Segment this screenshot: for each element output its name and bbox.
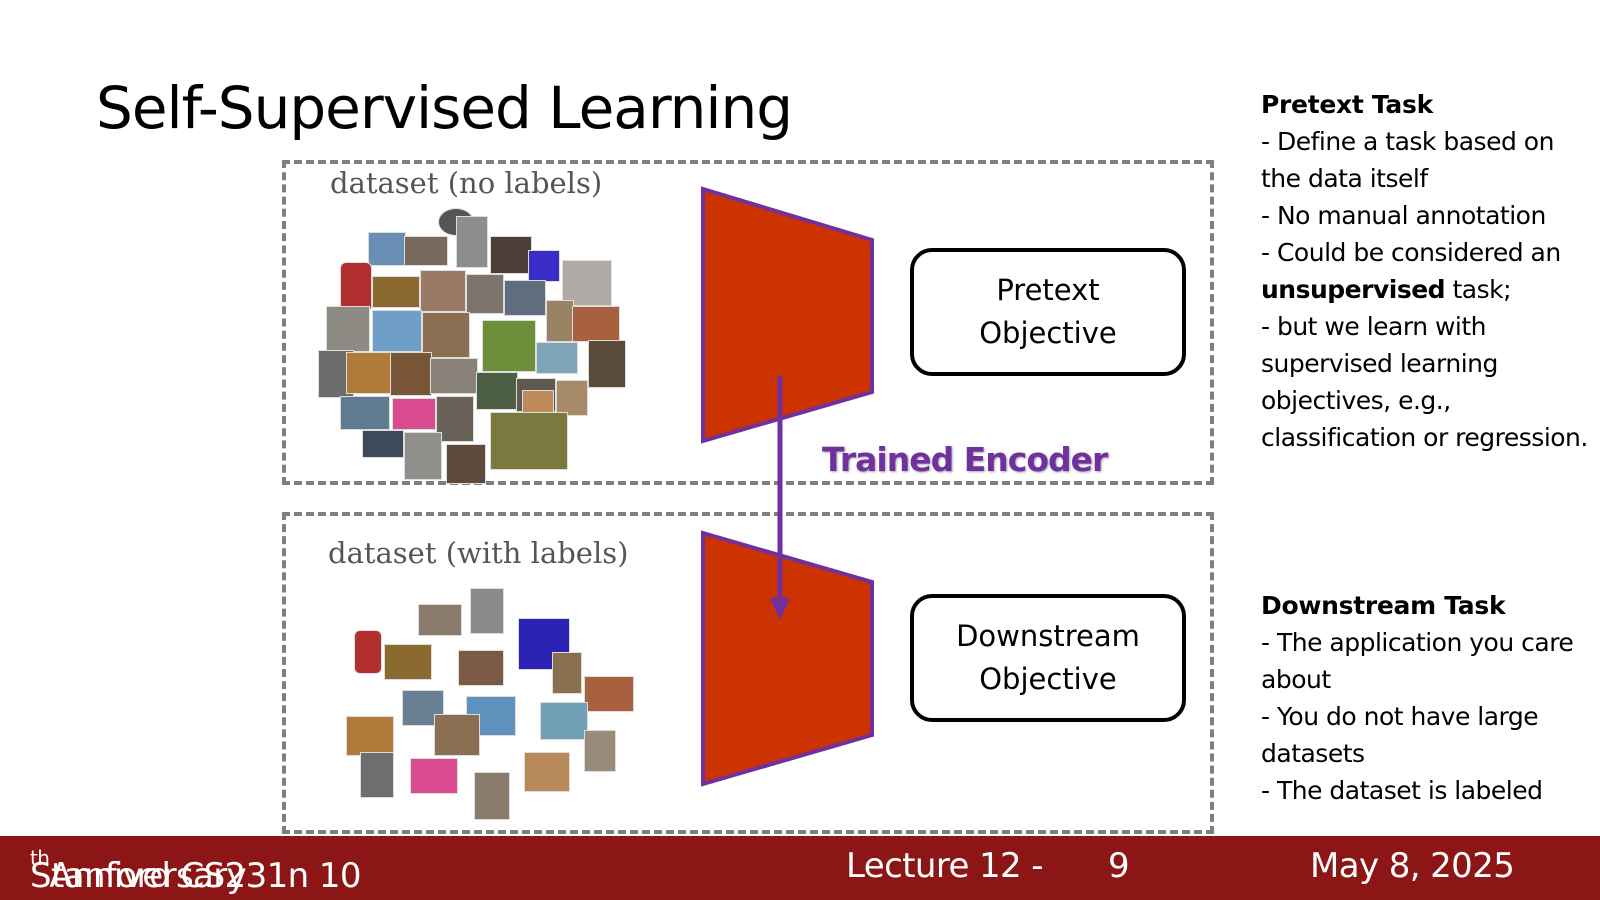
downstream-task-notes: Downstream Task - The application you ca…: [1261, 587, 1600, 809]
footer-course-text: Anniversary: [49, 856, 247, 896]
collage-photo: [392, 398, 436, 430]
collage-photo: [466, 274, 504, 314]
collage-photo: [470, 588, 504, 634]
pretext-objective-line1: Pretext: [996, 273, 1100, 307]
collage-photo: [458, 650, 504, 686]
collage-photo: [346, 352, 392, 394]
collage-photo: [446, 444, 486, 484]
collage-photo: [490, 412, 568, 470]
pretext-task-heading: Pretext Task: [1261, 90, 1433, 119]
unlabeled-dataset-label: dataset (no labels): [330, 166, 603, 200]
collage-photo: [418, 604, 462, 636]
downstream-note-application: - The application you care about: [1261, 628, 1574, 694]
collage-photo: [430, 358, 478, 394]
pretext-note-no-annotation: - No manual annotation: [1261, 201, 1546, 230]
footer-page-number: 9: [1108, 846, 1130, 886]
collage-photo: [552, 652, 582, 694]
downstream-objective-box: Downstream Objective: [910, 594, 1186, 722]
pretext-encoder-trapezoid: [701, 186, 874, 444]
slide-title: Self-Supervised Learning: [96, 74, 793, 142]
footer-course-sup: th: [30, 846, 50, 870]
downstream-note-labeled: - The dataset is labeled: [1261, 776, 1543, 805]
collage-photo: [474, 772, 510, 820]
collage-photo: [456, 216, 488, 268]
collage-photo: [434, 714, 480, 756]
collage-photo: [476, 372, 518, 410]
collage-photo: [572, 306, 620, 342]
collage-photo: [404, 236, 448, 266]
downstream-objective-line1: Downstream: [956, 619, 1140, 653]
collage-photo: [540, 702, 588, 740]
downstream-note-small-data: - You do not have large datasets: [1261, 702, 1539, 768]
unsupervised-emphasis: unsupervised: [1261, 275, 1446, 304]
collage-photo: [372, 310, 422, 352]
pretext-objective-box: Pretext Objective: [910, 248, 1186, 376]
collage-photo: [326, 306, 370, 352]
collage-photo: [584, 676, 634, 712]
pretext-objective-line2: Objective: [979, 316, 1117, 350]
pretext-note-supervised-objectives: - but we learn with supervised learning …: [1261, 312, 1588, 452]
collage-photo: [436, 396, 474, 442]
pretext-task-notes: Pretext Task - Define a task based on th…: [1261, 86, 1600, 456]
collage-photo: [390, 352, 432, 396]
downstream-encoder-trapezoid: [701, 530, 874, 787]
collage-photo: [536, 342, 578, 374]
downstream-objective-line2: Objective: [979, 662, 1117, 696]
collage-photo: [360, 752, 394, 798]
pretext-note-unsupervised: - Could be considered an unsupervised ta…: [1261, 234, 1600, 308]
note-text: task;: [1445, 275, 1512, 304]
collage-photo: [420, 270, 466, 312]
pretext-panel: [282, 160, 1214, 485]
collage-photo: [384, 644, 432, 680]
footer-course-text: Stanford CS231n 10: [30, 856, 361, 896]
collage-photo: [562, 260, 612, 306]
collage-photo: [584, 730, 616, 772]
footer-date: May 8, 2025: [1310, 846, 1515, 886]
collage-photo: [490, 236, 532, 274]
collage-photo: [402, 690, 444, 726]
collage-photo: [340, 262, 372, 312]
collage-photo: [422, 312, 470, 358]
collage-photo: [546, 300, 574, 342]
labeled-dataset-label: dataset (with labels): [328, 536, 629, 570]
collage-photo: [340, 396, 390, 430]
downstream-panel: [282, 512, 1214, 834]
trained-encoder-label: Trained Encoder: [822, 440, 1108, 479]
collage-photo: [410, 758, 458, 794]
note-text: - Could be considered an: [1261, 238, 1561, 267]
collage-photo: [368, 232, 406, 266]
collage-photo: [354, 630, 382, 674]
collage-photo: [556, 380, 588, 416]
collage-photo: [404, 432, 442, 480]
collage-photo: [372, 276, 420, 308]
footer-lecture: Lecture 12 -: [846, 846, 1044, 886]
collage-photo: [346, 716, 394, 756]
pretext-note-define: - Define a task based on the data itself: [1261, 127, 1554, 193]
collage-photo: [588, 340, 626, 388]
collage-photo: [524, 752, 570, 792]
downstream-task-heading: Downstream Task: [1261, 591, 1506, 620]
encoder-transfer-arrow: [770, 376, 790, 620]
collage-photo: [528, 250, 560, 282]
collage-photo: [504, 280, 546, 316]
collage-photo: [482, 320, 536, 372]
collage-photo: [362, 430, 404, 458]
